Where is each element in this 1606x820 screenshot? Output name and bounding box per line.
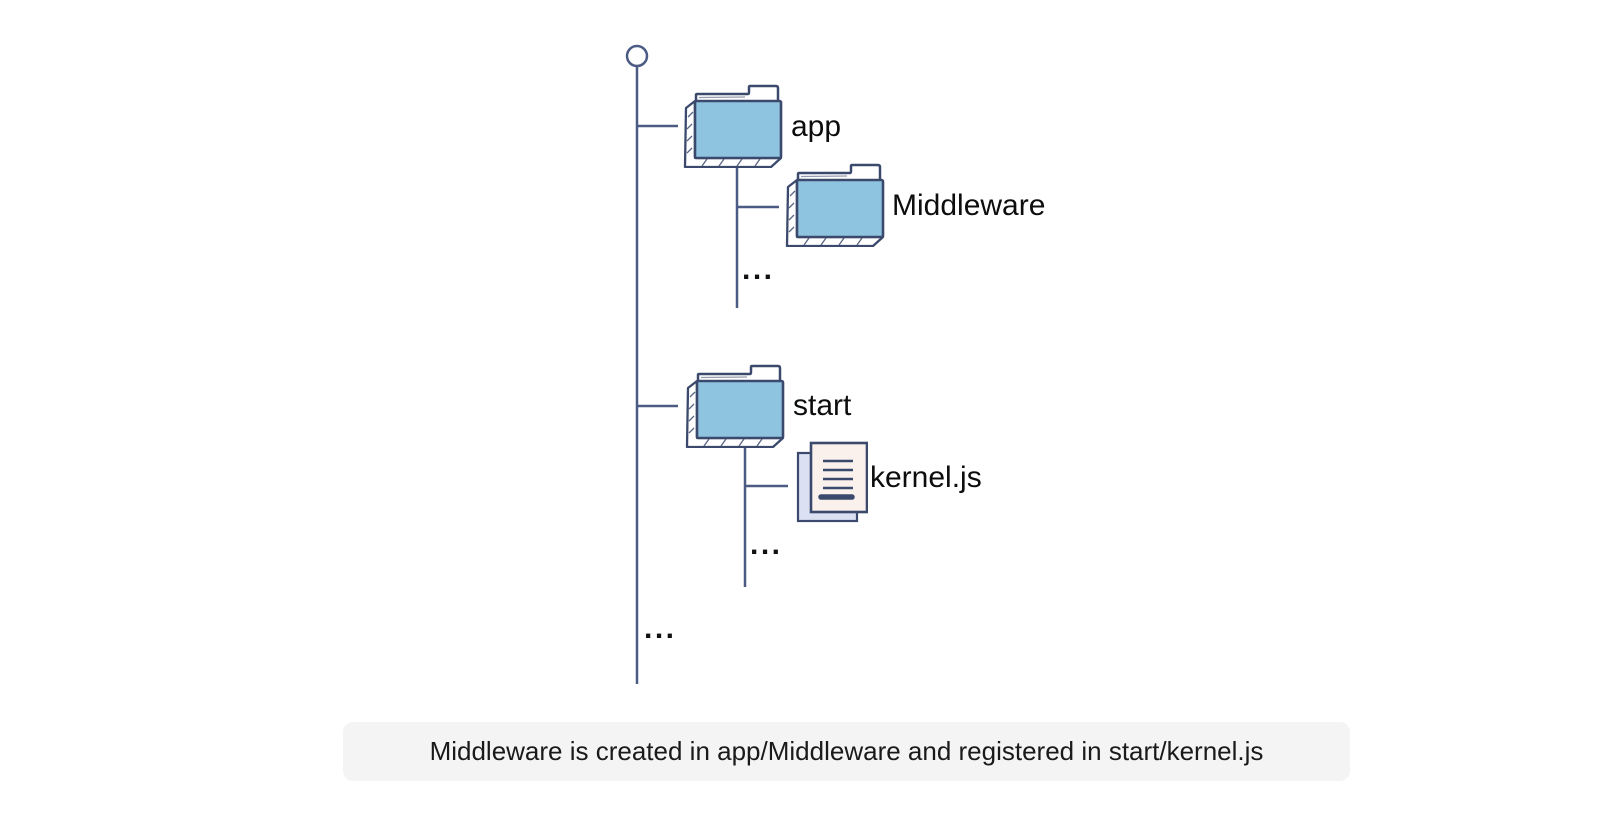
caption-box: Middleware is created in app/Middleware … bbox=[343, 722, 1350, 781]
start-more-ellipsis: ... bbox=[750, 528, 783, 561]
root-node-circle bbox=[625, 44, 649, 68]
caption-text: Middleware is created in app/Middleware … bbox=[429, 736, 1264, 766]
start-folder-label: start bbox=[793, 389, 852, 422]
root-more-ellipsis: ... bbox=[644, 612, 677, 645]
file-document-icon bbox=[798, 443, 867, 521]
app-more-ellipsis: ... bbox=[742, 253, 775, 286]
folder-icon bbox=[683, 84, 783, 168]
kernel-file-label: kernel.js bbox=[870, 461, 982, 494]
folder-icon bbox=[685, 364, 785, 448]
app-folder-label: app bbox=[791, 110, 842, 143]
middleware-folder-label: Middleware bbox=[892, 189, 1046, 222]
folder-icon bbox=[785, 163, 885, 247]
